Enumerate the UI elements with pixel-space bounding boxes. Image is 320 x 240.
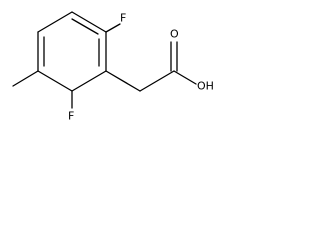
bond-to-hydroxyl <box>173 70 197 85</box>
atom-label-carbonyl-oxygen: O <box>170 28 179 41</box>
chemical-structure-diagram: F F O OH <box>12 11 214 123</box>
ring-bond-1 <box>71 11 107 33</box>
bond-to-fluorine-top <box>105 23 121 33</box>
ring-bond-2 <box>37 11 73 33</box>
ring-bond-4 <box>37 70 73 92</box>
bond-ch2-to-carboxyl <box>139 70 175 92</box>
atom-label-fluorine-bottom: F <box>68 110 74 123</box>
bond-to-methyl <box>12 70 39 87</box>
ring-bond-5 <box>71 70 107 92</box>
atom-label-fluorine-top: F <box>120 12 126 25</box>
atom-label-hydroxyl: OH <box>197 80 214 93</box>
bond-to-ch2 <box>105 70 141 92</box>
ring-double-bond-top <box>71 18 99 35</box>
